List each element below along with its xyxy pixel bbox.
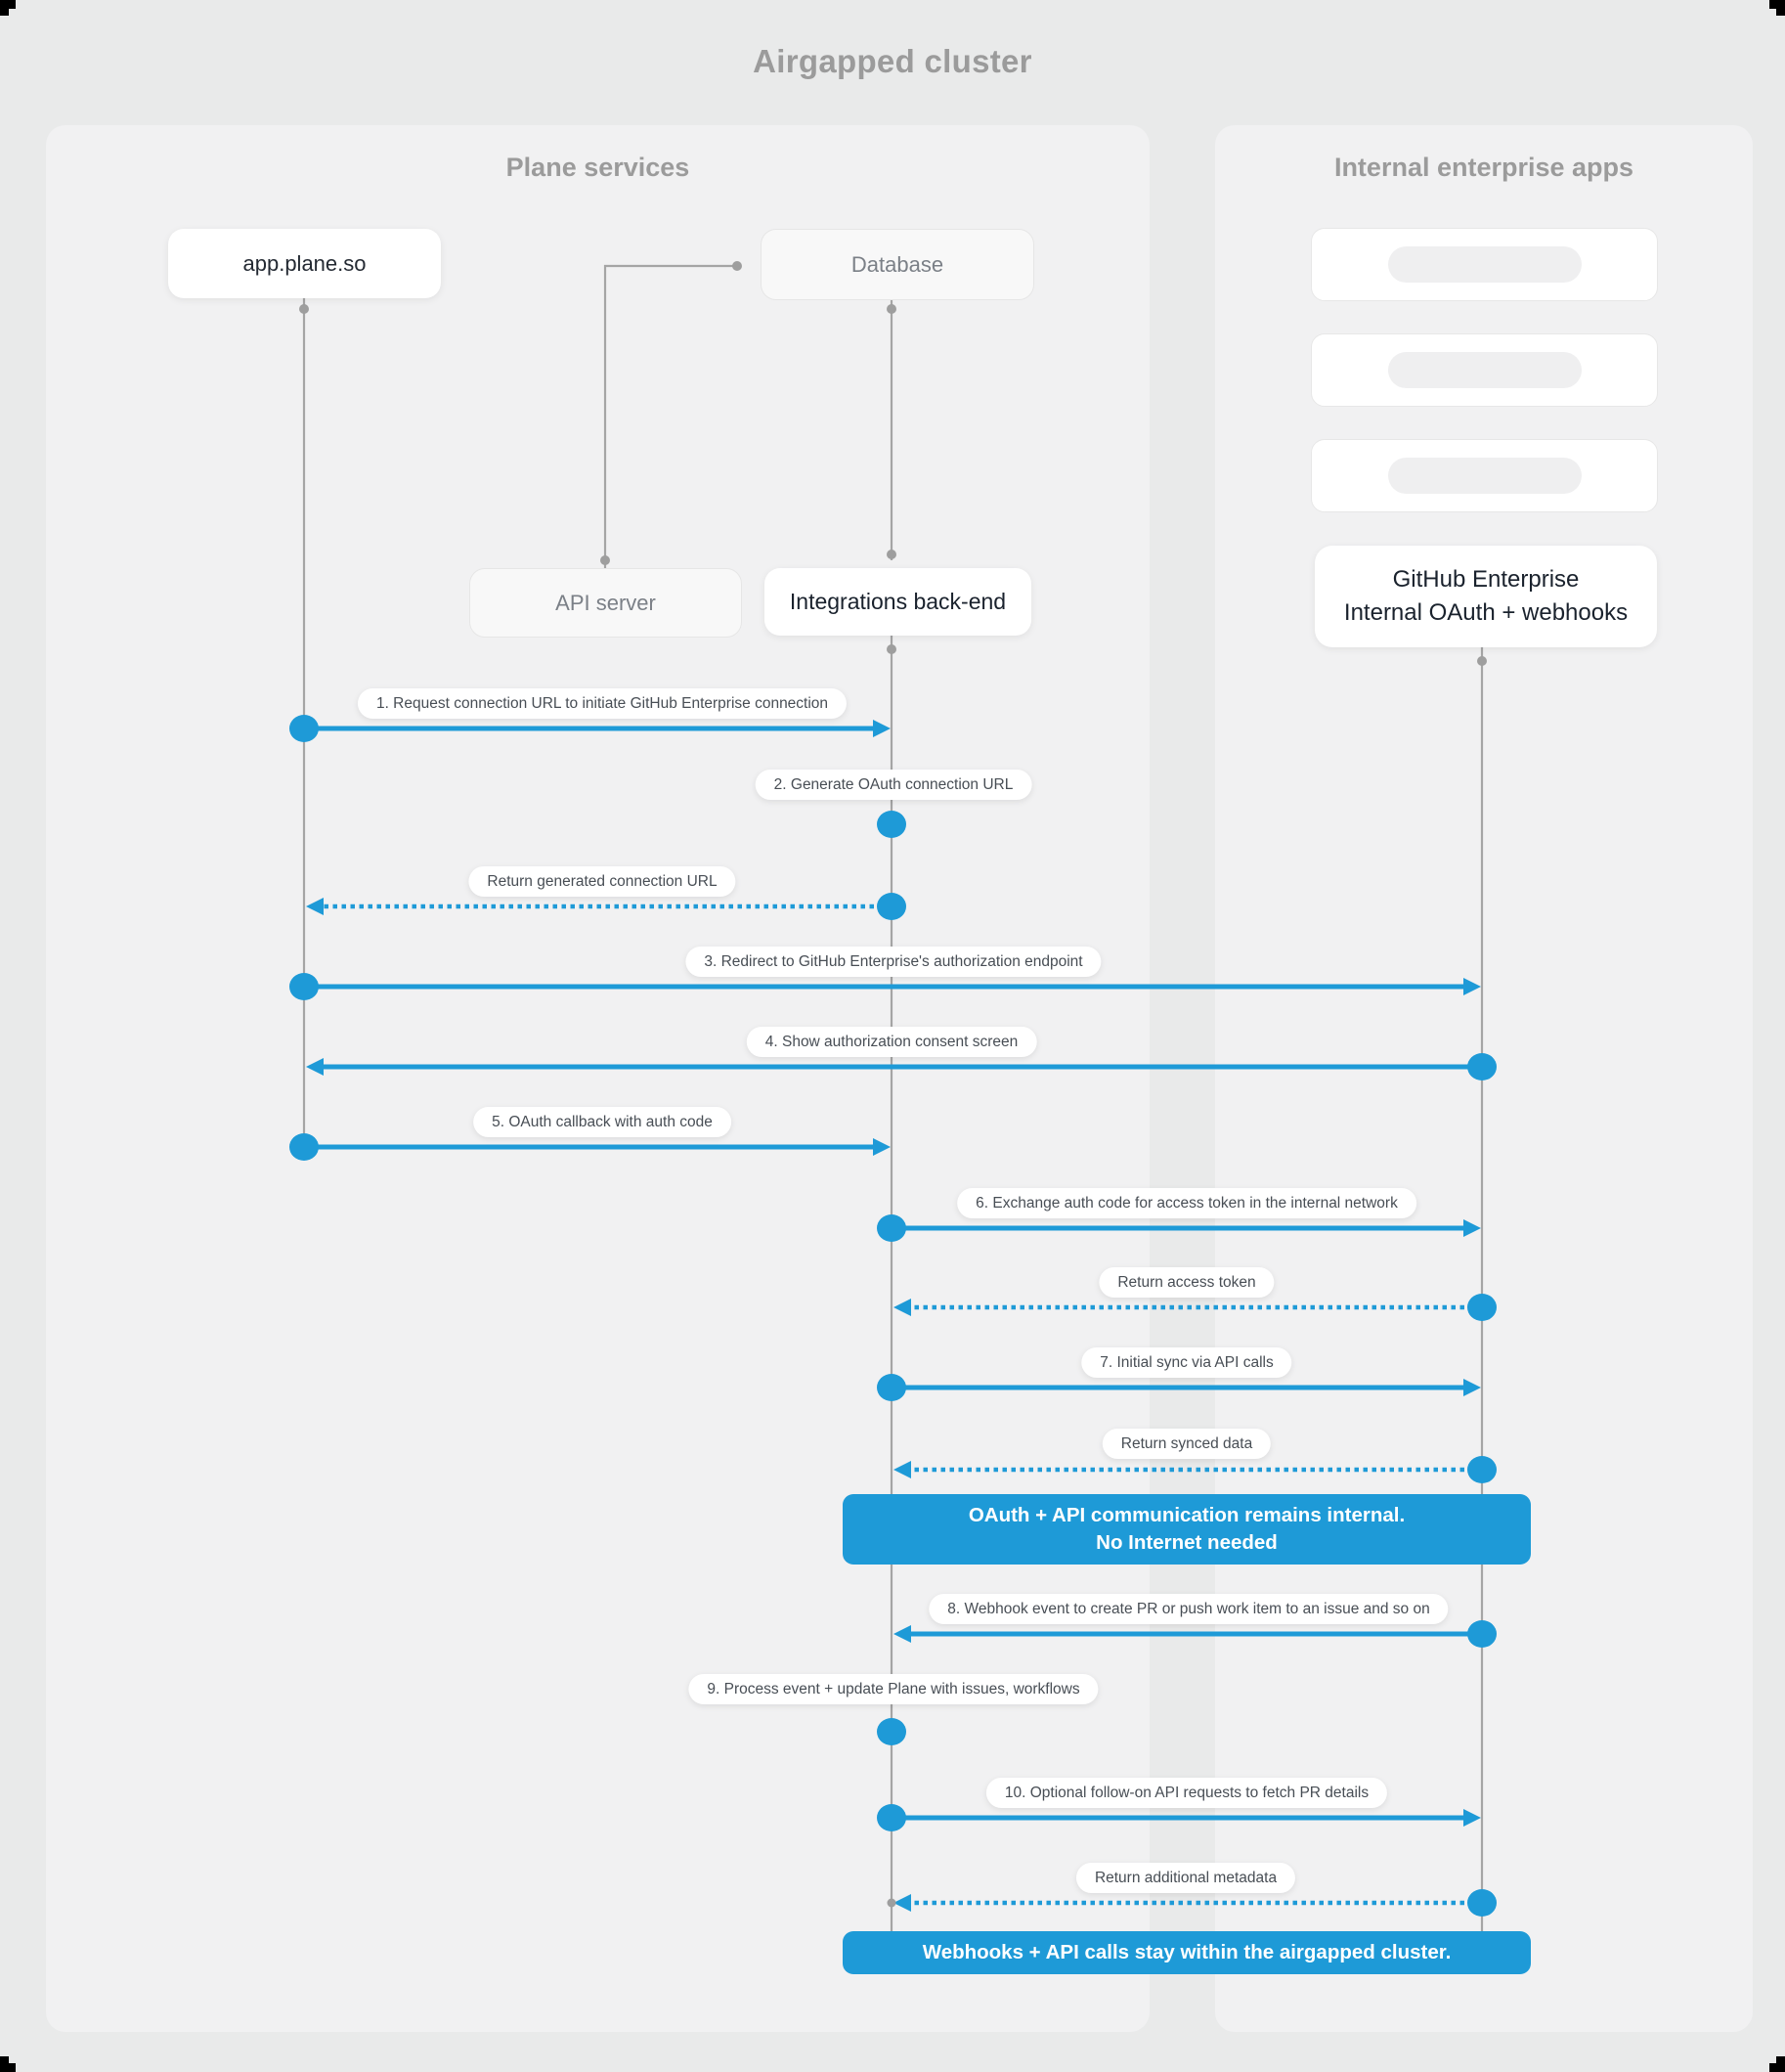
message-label-5: 5. OAuth callback with auth code (473, 1107, 731, 1137)
panel-heading-internal-enterprise-apps: Internal enterprise apps (1333, 153, 1634, 182)
message-origin-dots (289, 715, 1497, 1917)
anchor-dots (299, 261, 1487, 666)
node-github-enterprise: GitHub Enterprise Internal OAuth + webho… (1315, 546, 1657, 647)
placeholder-app-card (1311, 228, 1658, 301)
node-app-plane-so: app.plane.so (168, 229, 441, 298)
node-github-enterprise-line1: GitHub Enterprise (1392, 566, 1580, 593)
banner-airgapped-text: Webhooks + API calls stay within the air… (922, 1941, 1452, 1963)
corner-mark-top-left (0, 0, 9, 16)
banner-internal-line2: No Internet needed (1096, 1531, 1278, 1554)
corner-mark-bottom-left (0, 2056, 9, 2072)
corner-mark-bottom-right (1776, 2056, 1785, 2072)
message-label-return-connection-url: Return generated connection URL (468, 866, 736, 897)
panel-heading-plane-services: Plane services (505, 153, 690, 182)
connector-api-server-to-database (603, 264, 737, 568)
node-database-label: Database (850, 251, 944, 277)
message-label-4: 4. Show authorization consent screen (746, 1027, 1037, 1057)
node-integrations-backend: Integrations back-end (764, 568, 1031, 636)
page-title: Airgapped cluster (753, 43, 1032, 79)
message-label-2: 2. Generate OAuth connection URL (755, 770, 1032, 800)
node-api-server-label: API server (555, 590, 656, 615)
message-label-return-access-token: Return access token (1099, 1267, 1275, 1298)
banner-internal-communication: OAuth + API communication remains intern… (843, 1494, 1531, 1565)
message-label-7: 7. Initial sync via API calls (1081, 1347, 1292, 1378)
placeholder-app-card (1311, 333, 1658, 407)
corner-mark-top-right (1776, 0, 1785, 16)
solid-arrows (304, 726, 1482, 1821)
banner-airgapped-cluster: Webhooks + API calls stay within the air… (843, 1931, 1531, 1974)
node-github-enterprise-line2: Internal OAuth + webhooks (1343, 599, 1629, 626)
message-label-return-additional-metadata: Return additional metadata (1075, 1863, 1296, 1893)
node-api-server: API server (469, 568, 742, 638)
arrowheads (306, 720, 1481, 1912)
panel-plane-services: Plane services (46, 125, 1150, 2032)
message-label-1: 1. Request connection URL to initiate Gi… (357, 688, 848, 719)
dashed-arrows (322, 904, 1482, 1906)
message-label-3: 3. Redirect to GitHub Enterprise's autho… (685, 947, 1102, 977)
message-label-10: 10. Optional follow-on API requests to f… (985, 1778, 1388, 1808)
skeleton-bar (1387, 458, 1582, 494)
banner-internal-line1: OAuth + API communication remains intern… (968, 1504, 1406, 1526)
skeleton-bar (1387, 246, 1582, 283)
message-label-6: 6. Exchange auth code for access token i… (957, 1188, 1416, 1218)
node-integrations-backend-label: Integrations back-end (789, 589, 1007, 614)
message-label-return-synced-data: Return synced data (1102, 1429, 1272, 1459)
node-app-plane-so-label: app.plane.so (242, 250, 367, 276)
placeholder-app-card (1311, 439, 1658, 512)
skeleton-bar (1387, 352, 1582, 388)
message-label-8: 8. Webhook event to create PR or push wo… (929, 1594, 1449, 1624)
node-database: Database (761, 229, 1034, 300)
return4-end-dot (887, 1898, 896, 1908)
message-label-9: 9. Process event + update Plane with iss… (688, 1674, 1099, 1704)
